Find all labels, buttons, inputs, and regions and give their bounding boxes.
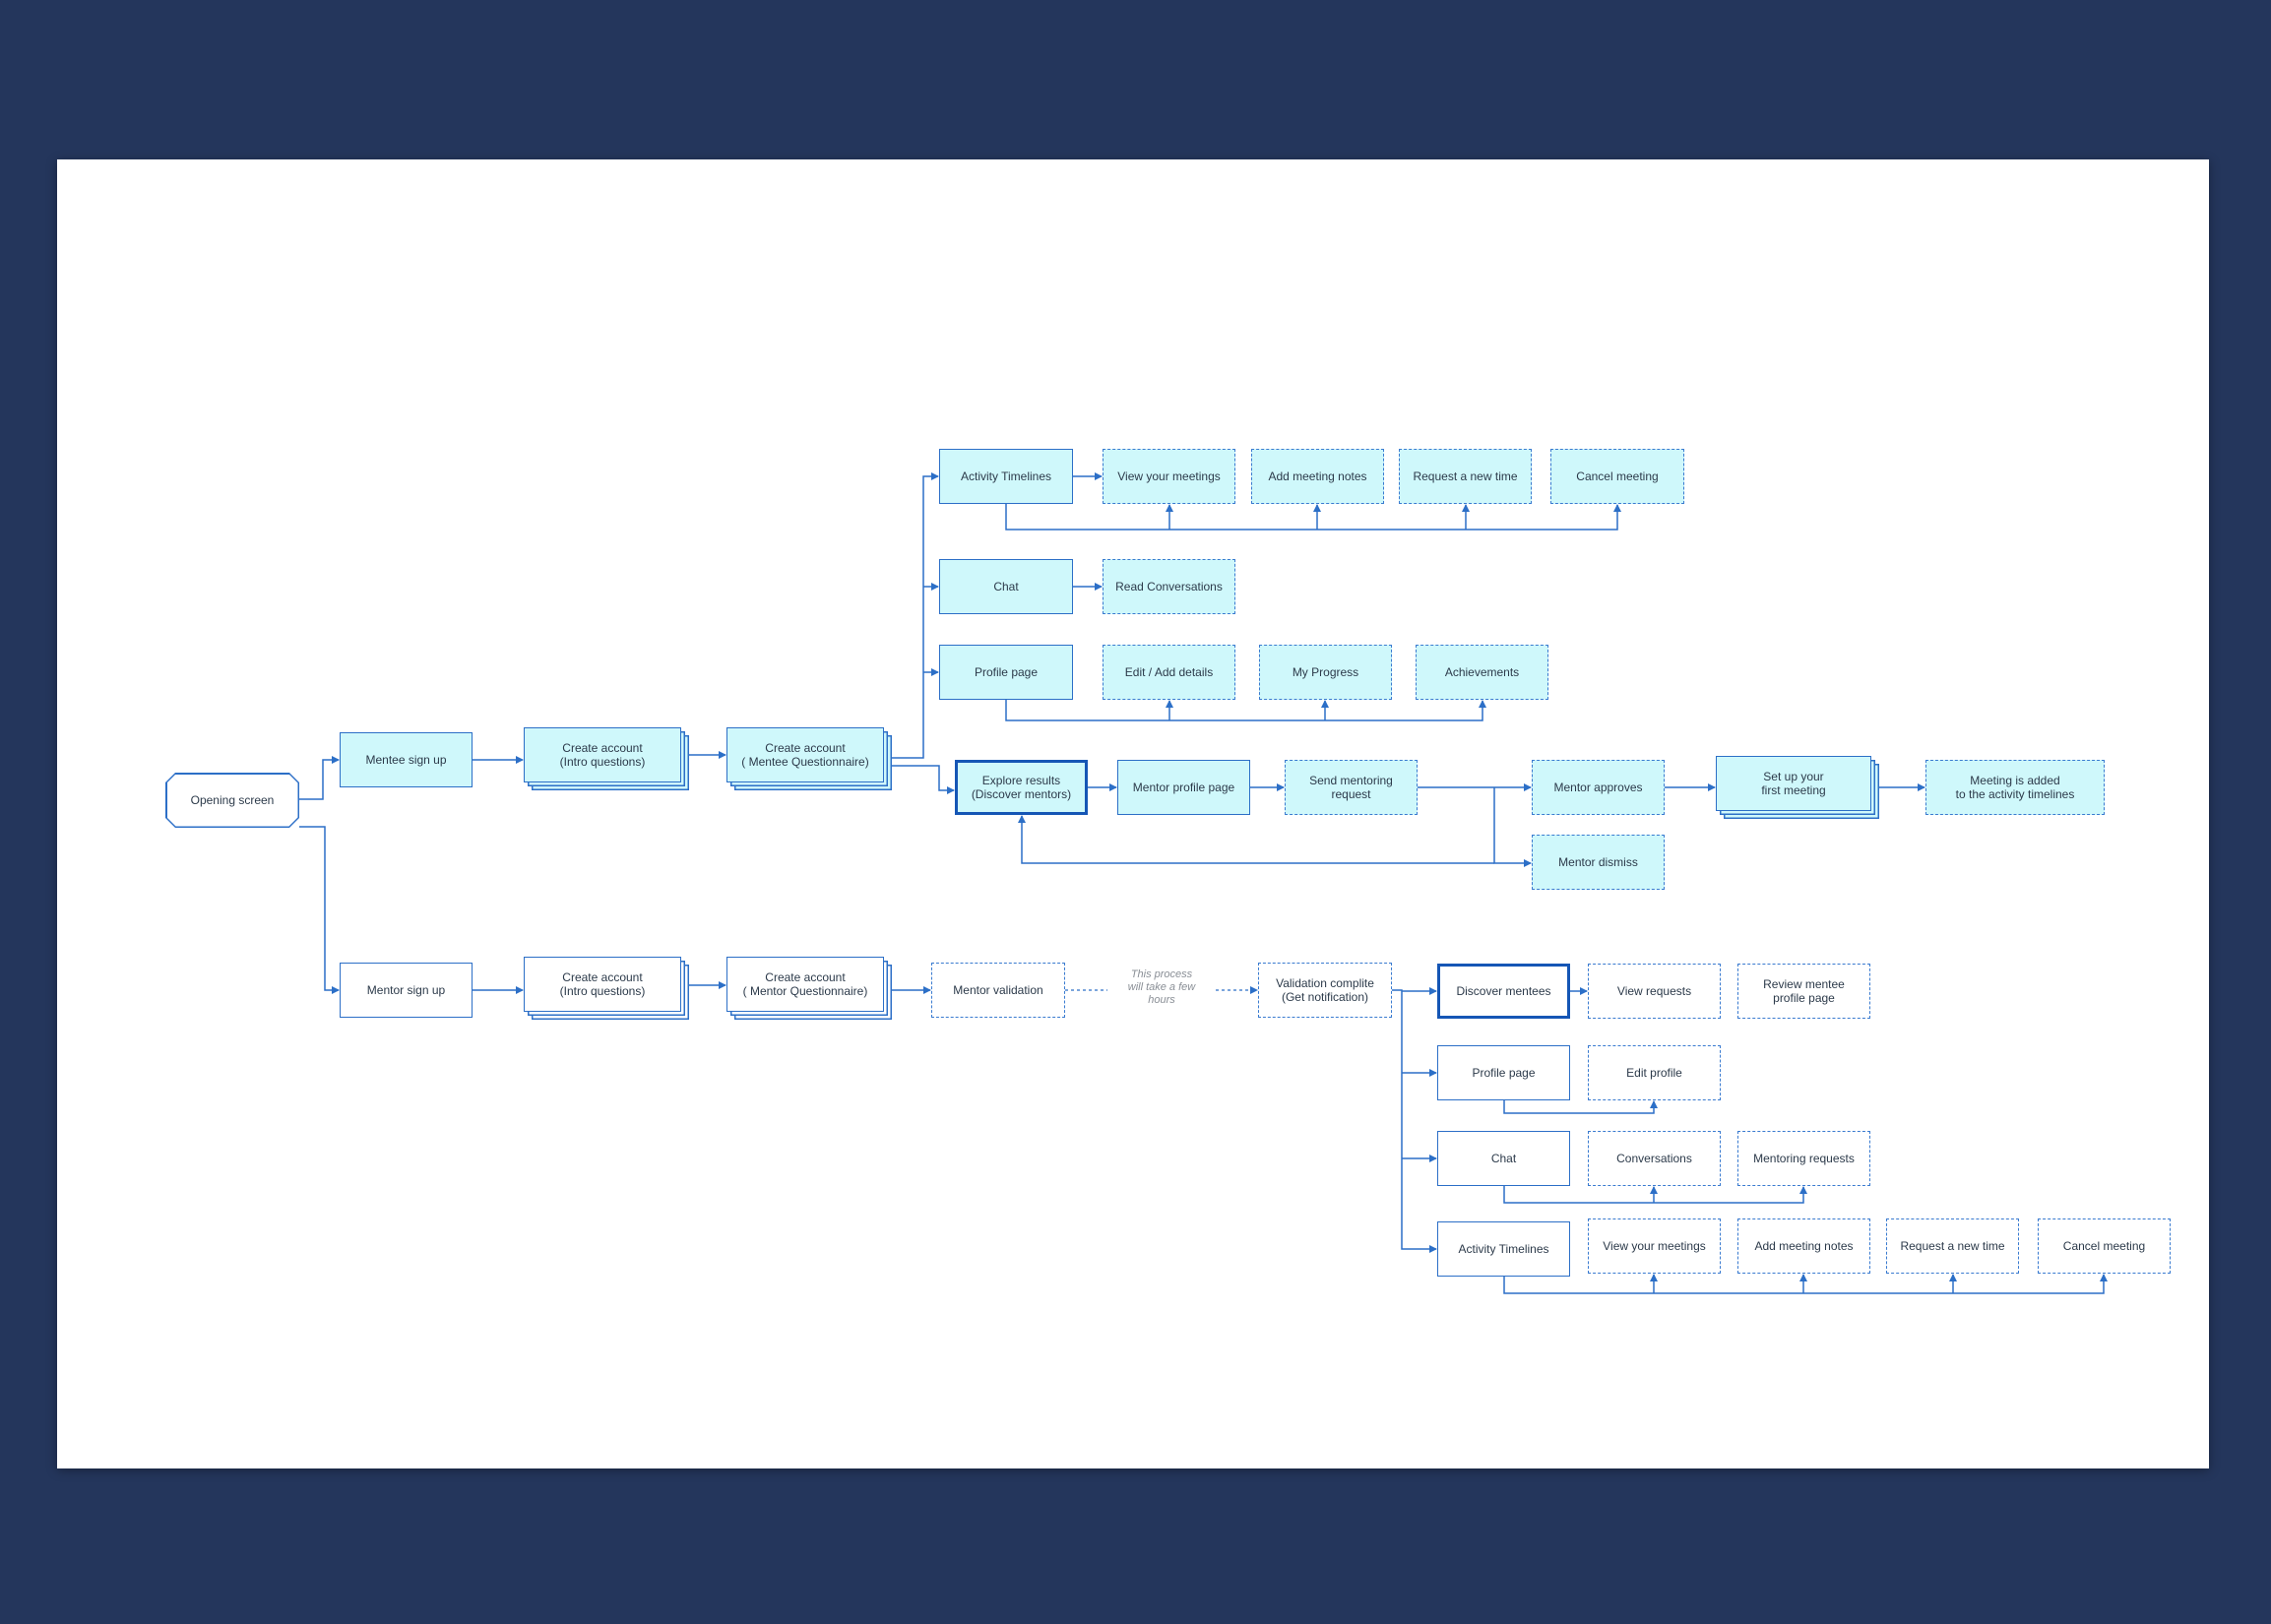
validation-complete-node[interactable]: Validation complite (Get notification) <box>1258 963 1392 1018</box>
mentee-create-account-intro-node[interactable]: Create account (Intro questions) <box>524 727 681 782</box>
connector-10 <box>1005 504 1621 531</box>
mentee-activity-timelines-node[interactable]: Activity Timelines <box>939 449 1073 504</box>
mentee-chat-node[interactable]: Chat <box>939 559 1073 614</box>
mentor-approves-node[interactable]: Mentor approves <box>1532 760 1665 815</box>
mentee-my-progress-node[interactable]: My Progress <box>1259 645 1392 700</box>
mentee-view-meetings-node[interactable]: View your meetings <box>1103 449 1235 504</box>
mentor-validation-node[interactable]: Mentor validation <box>931 963 1065 1018</box>
connector-30 <box>1392 989 1437 1253</box>
mentor-conversations-node[interactable]: Conversations <box>1588 1131 1721 1186</box>
mentee-achievements-node[interactable]: Achievements <box>1416 645 1548 700</box>
opening-screen-node[interactable]: Opening screen <box>165 773 299 828</box>
mentor-cancel-meeting-node[interactable]: Cancel meeting <box>2038 1218 2171 1274</box>
setup-first-meeting-node[interactable]: Set up your first meeting <box>1716 756 1871 811</box>
mentor-profile-node[interactable]: Profile page <box>1437 1045 1570 1100</box>
mentee-add-meeting-notes-node[interactable]: Add meeting notes <box>1251 449 1384 504</box>
opening-screen-label: Opening screen <box>167 775 298 827</box>
connector-15 <box>1005 700 1486 721</box>
connector-8 <box>884 765 955 794</box>
mentor-profile-page-node[interactable]: Mentor profile page <box>1117 760 1250 815</box>
mentor-edit-profile-node[interactable]: Edit profile <box>1588 1045 1721 1100</box>
connector-22 <box>1018 815 1494 864</box>
mentor-create-account-intro-node[interactable]: Create account (Intro questions) <box>524 957 681 1012</box>
meeting-added-node[interactable]: Meeting is added to the activity timelin… <box>1925 760 2105 815</box>
view-requests-node[interactable]: View requests <box>1588 964 1721 1019</box>
send-mentoring-request-node[interactable]: Send mentoring request <box>1285 760 1418 815</box>
mentor-create-account-questionnaire-node[interactable]: Create account ( Mentor Questionnaire) <box>726 957 884 1012</box>
connector-21 <box>1493 787 1532 867</box>
mentee-edit-details-node[interactable]: Edit / Add details <box>1103 645 1235 700</box>
mentor-request-new-time-node[interactable]: Request a new time <box>1886 1218 2019 1274</box>
connector-35 <box>1503 1100 1658 1114</box>
mentee-request-new-time-node[interactable]: Request a new time <box>1399 449 1532 504</box>
mentor-signup-node[interactable]: Mentor sign up <box>340 963 473 1018</box>
connector-2 <box>299 826 340 994</box>
review-mentee-profile-node[interactable]: Review mentee profile page <box>1737 964 1870 1019</box>
mentee-cancel-meeting-node[interactable]: Cancel meeting <box>1550 449 1684 504</box>
mentee-create-account-questionnaire-node[interactable]: Create account ( Mentee Questionnaire) <box>726 727 884 782</box>
mentor-mentoring-requests-node[interactable]: Mentoring requests <box>1737 1131 1870 1186</box>
mentor-view-meetings-node[interactable]: View your meetings <box>1588 1218 1721 1274</box>
mentor-activity-timelines-node[interactable]: Activity Timelines <box>1437 1221 1570 1277</box>
mentee-read-conversations-node[interactable]: Read Conversations <box>1103 559 1235 614</box>
mentee-profile-page-node[interactable]: Profile page <box>939 645 1073 700</box>
connector-5 <box>884 472 939 759</box>
mentor-add-meeting-notes-node[interactable]: Add meeting notes <box>1737 1218 1870 1274</box>
mentor-chat-node[interactable]: Chat <box>1437 1131 1570 1186</box>
discover-mentees-node[interactable]: Discover mentees <box>1437 964 1570 1019</box>
mentee-signup-node[interactable]: Mentee sign up <box>340 732 473 787</box>
mentor-dismiss-node[interactable]: Mentor dismiss <box>1532 835 1665 890</box>
connector-1 <box>299 756 340 800</box>
validation-time-note: This process will take a few hours <box>1127 968 1196 1006</box>
explore-results-node[interactable]: Explore results (Discover mentors) <box>955 760 1088 815</box>
